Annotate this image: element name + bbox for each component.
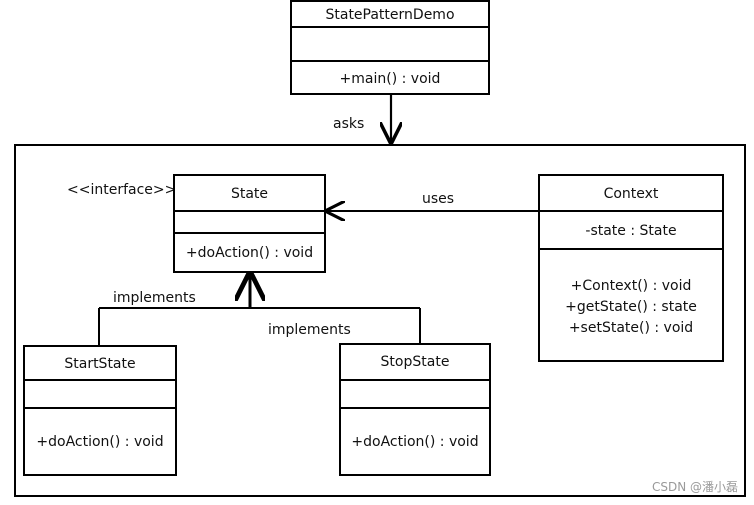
method-main: +main() : void [339,71,441,87]
state-pattern-demo-class: StatePatternDemo +main() : void [290,0,490,95]
implements-left-label: implements [113,290,196,306]
implements-right-label: implements [268,322,351,338]
methods-section: +doAction() : void [175,234,324,273]
method-get-state: +getState() : state [565,299,697,315]
attributes-section: -state : State [540,212,722,250]
class-name-section: StopState [341,345,489,381]
method-do-action: +doAction() : void [351,434,479,450]
watermark-text: CSDN @潘小磊 [651,480,738,494]
stop-state-class: StopState +doAction() : void [339,343,491,476]
methods-section: +main() : void [292,62,488,95]
methods-section: +doAction() : void [341,409,489,476]
class-name: Context [603,186,659,202]
method-do-action: +doAction() : void [185,245,314,261]
class-name-section: StartState [25,347,175,381]
start-state-class: StartState +doAction() : void [23,345,177,476]
class-name: StopState [380,354,450,370]
class-name: State [230,186,269,202]
class-name-section: Context [540,176,722,212]
attributes-section [175,212,324,234]
class-name: StartState [64,356,136,372]
state-pattern-package-frame [14,144,746,497]
method-do-action: +doAction() : void [36,434,164,450]
attributes-section [25,381,175,409]
method-set-state: +setState() : void [568,320,694,336]
interface-stereotype: <<interface>> [67,182,177,198]
method-context: +Context() : void [570,278,692,294]
class-name: StatePatternDemo [325,7,455,23]
attributes-section [292,28,488,62]
asks-label: asks [333,116,365,132]
attributes-section [341,381,489,409]
uses-label: uses [422,191,455,207]
methods-section: +doAction() : void [25,409,175,476]
attribute-state: -state : State [585,223,677,239]
methods-section: +Context() : void +getState() : state +s… [540,250,722,362]
state-interface: State +doAction() : void [173,174,326,273]
class-name-section: State [175,176,324,212]
context-class: Context -state : State +Context() : void… [538,174,724,362]
class-name-section: StatePatternDemo [292,2,488,28]
